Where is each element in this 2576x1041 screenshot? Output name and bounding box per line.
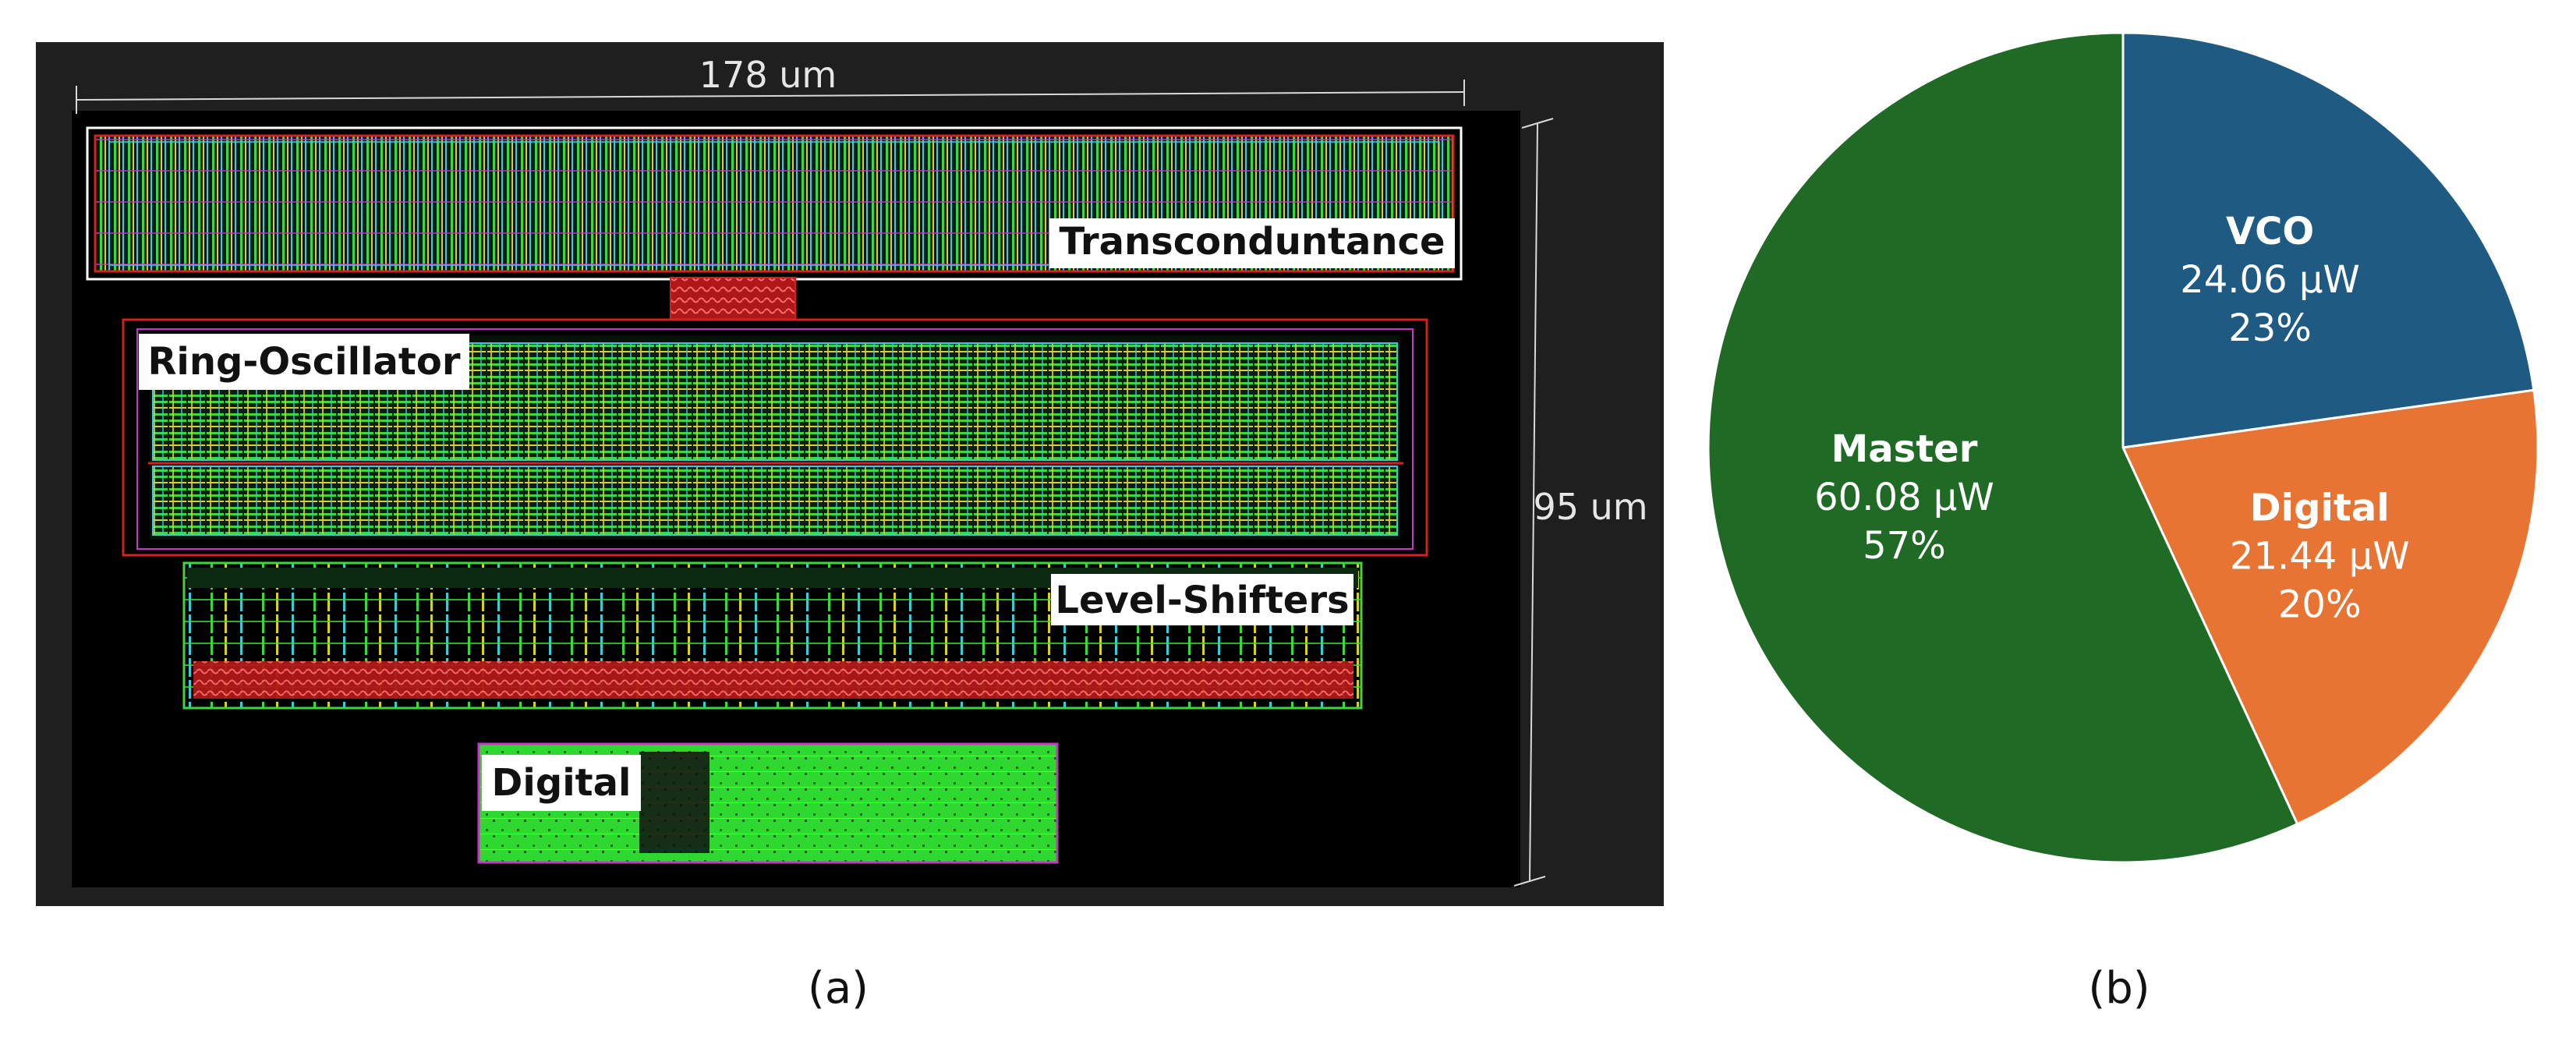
transconductance-label: Transconduntance bbox=[1059, 220, 1445, 264]
level-shifters-block: Level-Shifters bbox=[182, 561, 1363, 710]
pie-label-vco-percent: 23% bbox=[2228, 306, 2312, 350]
bias-connector bbox=[670, 277, 796, 320]
digital-label: Digital bbox=[492, 761, 632, 805]
pie-label-vco-name: VCO bbox=[2226, 210, 2314, 253]
pie-label-digital-value: 21.44 µW bbox=[2230, 534, 2410, 578]
height-label: 95 um bbox=[1533, 486, 1647, 528]
pie-label-master-name: Master bbox=[1831, 427, 1977, 471]
pie-label-vco-value: 24.06 µW bbox=[2180, 258, 2360, 302]
ring-oscillator-block: Ring-Oscillator bbox=[122, 318, 1428, 557]
level-shifters-label: Level-Shifters bbox=[1055, 579, 1349, 622]
height-dimension bbox=[1513, 118, 1554, 887]
pie-slice-vco bbox=[2121, 31, 2535, 449]
pie-label-master-value: 60.08 µW bbox=[1814, 476, 1994, 519]
layout-panel: 178 um 95 um Transconduntance Ri bbox=[36, 42, 1664, 1014]
pie-slice-digital bbox=[2121, 388, 2539, 826]
pie-label-digital-percent: 20% bbox=[2278, 582, 2362, 626]
pie-label-master-percent: 57% bbox=[1863, 524, 1946, 568]
ring-oscillator-label: Ring-Oscillator bbox=[147, 340, 460, 384]
layout-svg: 178 um 95 um Transconduntance Ri bbox=[36, 42, 1664, 1014]
pie-label-digital-name: Digital bbox=[2250, 486, 2390, 529]
width-dimension bbox=[76, 80, 1465, 114]
caption-a: (a) bbox=[808, 963, 869, 1014]
digital-block: Digital bbox=[477, 742, 1059, 864]
width-label: 178 um bbox=[699, 54, 837, 96]
pie-slice-master bbox=[1707, 31, 2299, 864]
transconductance-block: Transconduntance bbox=[86, 126, 1463, 281]
caption-b: (b) bbox=[2088, 963, 2150, 1014]
